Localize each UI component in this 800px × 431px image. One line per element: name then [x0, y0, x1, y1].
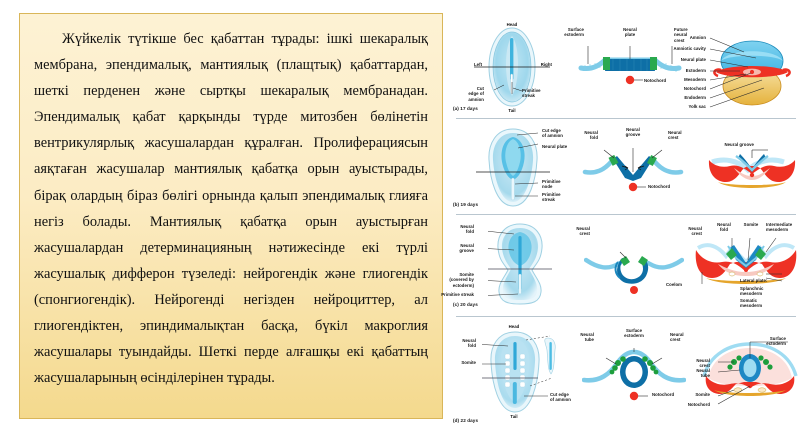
day-label-d: (d) 22 days	[453, 418, 479, 423]
label-somite-d: Somite	[461, 360, 476, 365]
figure-c-dorsal-view	[488, 223, 552, 305]
label-neural-groove-c: Neural groove	[459, 243, 474, 254]
label-surface-ectoderm-d: Surface ectoderm	[624, 328, 644, 339]
row-divider-a	[456, 118, 796, 119]
label-ectoderm: Ectoderm	[685, 68, 706, 73]
label-neural-fold-c: Neural fold	[460, 224, 474, 235]
label-cut-edge-of-amnion-d: Cut edge of amnion	[550, 392, 571, 403]
figure-row-c: Neural fold Neural groove Somite (covere…	[441, 220, 800, 309]
label-neural-plate-b: Neural plate	[542, 144, 568, 149]
label-somite-covered-by-ectoderm: Somite (covered by ectoderm)	[449, 272, 474, 288]
label-mesoderm: Mesoderm	[684, 77, 706, 82]
lecture-paragraph: Жүйкелік түтікше бес қабаттан тұрады: іш…	[34, 31, 428, 387]
figure-d-cross-section	[582, 348, 686, 401]
figure-a-cross-section	[578, 46, 682, 85]
figure-a-dorsal-view	[474, 27, 550, 107]
label-surface-ectoderm-d3d: Surface ectoderm	[766, 336, 786, 347]
label-neural-fold-d: Neural fold	[462, 338, 476, 349]
label-notochord-d3d: Notochord	[687, 402, 710, 407]
label-neural-plate: Neural plate	[623, 27, 637, 38]
label-neural-crest-d: Neural crest	[670, 332, 684, 343]
label-tail: Tail	[508, 108, 516, 113]
figure-d-dorsal-view	[482, 331, 556, 413]
label-neural-fold-b: Neural fold	[584, 130, 598, 141]
label-neural-fold-c3d: Neural fold	[717, 222, 731, 233]
label-coelom: Coelom	[666, 282, 683, 287]
figure-c-3d-section	[695, 237, 797, 284]
label-primitive-node: Primitive node	[542, 179, 561, 190]
day-label-c: (c) 20 days	[453, 302, 478, 307]
figure-a-3d-embryo	[709, 37, 791, 108]
label-lateral-plate: Lateral plate:	[740, 278, 768, 283]
figure-b-3d-section	[708, 149, 796, 188]
label-neural-crest-c3d: Neural crest	[688, 226, 702, 237]
day-label-b: (b) 19 days	[453, 202, 479, 207]
label-notochord-3d: Notochord	[683, 86, 706, 91]
label-neural-crest-b: Neural crest	[668, 130, 682, 141]
label-amniotic-cavity: Amniotic cavity	[673, 46, 706, 51]
label-primitive-streak: Primitive streak	[522, 88, 541, 99]
label-somite-d3d: Somite	[695, 392, 710, 397]
label-yolk-sac: Yolk sac	[688, 104, 706, 109]
figure-row-a: Head Left Right Cut edge of amnion Primi…	[452, 18, 800, 114]
row-divider-c	[456, 316, 796, 317]
label-left: Left	[474, 62, 483, 67]
label-cut-edge-of-amnion: Cut edge of amnion	[468, 86, 484, 102]
label-somite-c3d: Somite	[743, 222, 759, 227]
label-neural-crest-d3d: Neural crest	[696, 358, 710, 369]
label-head: Head	[506, 22, 518, 27]
label-splanchnic-mesoderm: Splanchnic mesoderm	[740, 286, 764, 297]
label-intermediate-mesoderm: Intermediate mesoderm	[766, 222, 793, 233]
label-neural-crest-c: Neural crest	[576, 226, 590, 237]
label-right: Right	[540, 62, 552, 67]
label-notochord-b: Notochord	[648, 184, 671, 189]
label-amnion: Amnion	[689, 35, 706, 40]
label-neural-tube-d: Neural tube	[580, 332, 594, 343]
label-primitive-streak-b: Primitive streak	[542, 192, 561, 203]
figure-panel: Head Left Right Cut edge of amnion Primi…	[441, 0, 800, 431]
row-divider-b	[456, 214, 796, 215]
figure-b-cross-section	[582, 148, 684, 192]
label-neural-groove-b: Neural groove	[625, 127, 641, 138]
label-neural-plate-3d: Neural plate	[680, 57, 706, 62]
label-head-d: Head	[508, 324, 520, 329]
figure-d-3d-section	[702, 341, 798, 405]
label-neural-tube-d3d: Neural tube	[696, 368, 710, 379]
label-primitive-streak-c: Primitive streak	[441, 292, 474, 297]
figure-c-cross-section	[584, 251, 684, 294]
day-label-a: (a) 17 days	[453, 106, 478, 111]
label-notochord-d: Notochord	[652, 392, 675, 397]
label-neural-groove-3d: Neural groove	[724, 142, 754, 147]
label-somatic-mesoderm: Somatic mesoderm	[740, 298, 763, 309]
text-panel: Жүйкелік түтікше бес қабаттан тұрады: іш…	[19, 13, 443, 419]
label-future-neural-crest: Future neural crest	[674, 27, 688, 43]
figure-b-dorsal-view	[476, 128, 550, 207]
label-tail-d: Tail	[510, 414, 518, 419]
label-notochord: Notochord	[644, 78, 667, 83]
figure-row-d: Head Neural fold Somite Cut edge of amni…	[452, 322, 800, 420]
label-cut-edge-of-amnion-b: Cut edge of amnion	[542, 128, 563, 139]
figure-row-b: Cut edge of amnion Neural plate Primitiv…	[452, 124, 800, 210]
label-surface-ectoderm: Surface ectoderm	[564, 27, 584, 38]
label-endoderm: Endoderm	[684, 95, 706, 100]
